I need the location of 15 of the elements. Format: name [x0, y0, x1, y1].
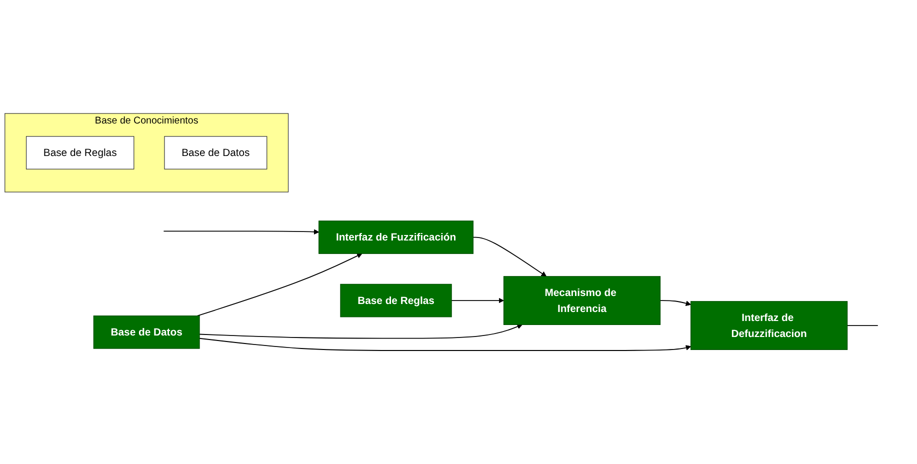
connector [846, 325, 878, 326]
node-box: Base de Datos [93, 316, 200, 349]
node-box: Mecanismo de Inferencia [503, 276, 661, 325]
node-box: Base de Reglas [340, 284, 452, 318]
arrow [199, 324, 522, 339]
node-box: Interfaz de Defuzzificacion [690, 301, 848, 350]
arrow [451, 298, 504, 304]
arrow [472, 236, 547, 277]
node-box: Base de Datos [164, 136, 268, 170]
arrow [163, 229, 320, 235]
node-box: Base de Reglas [26, 136, 134, 170]
node-box: Interfaz de Fuzzificación [318, 220, 474, 254]
arrow [199, 338, 692, 351]
arrow [196, 253, 362, 316]
arrow [660, 300, 692, 306]
